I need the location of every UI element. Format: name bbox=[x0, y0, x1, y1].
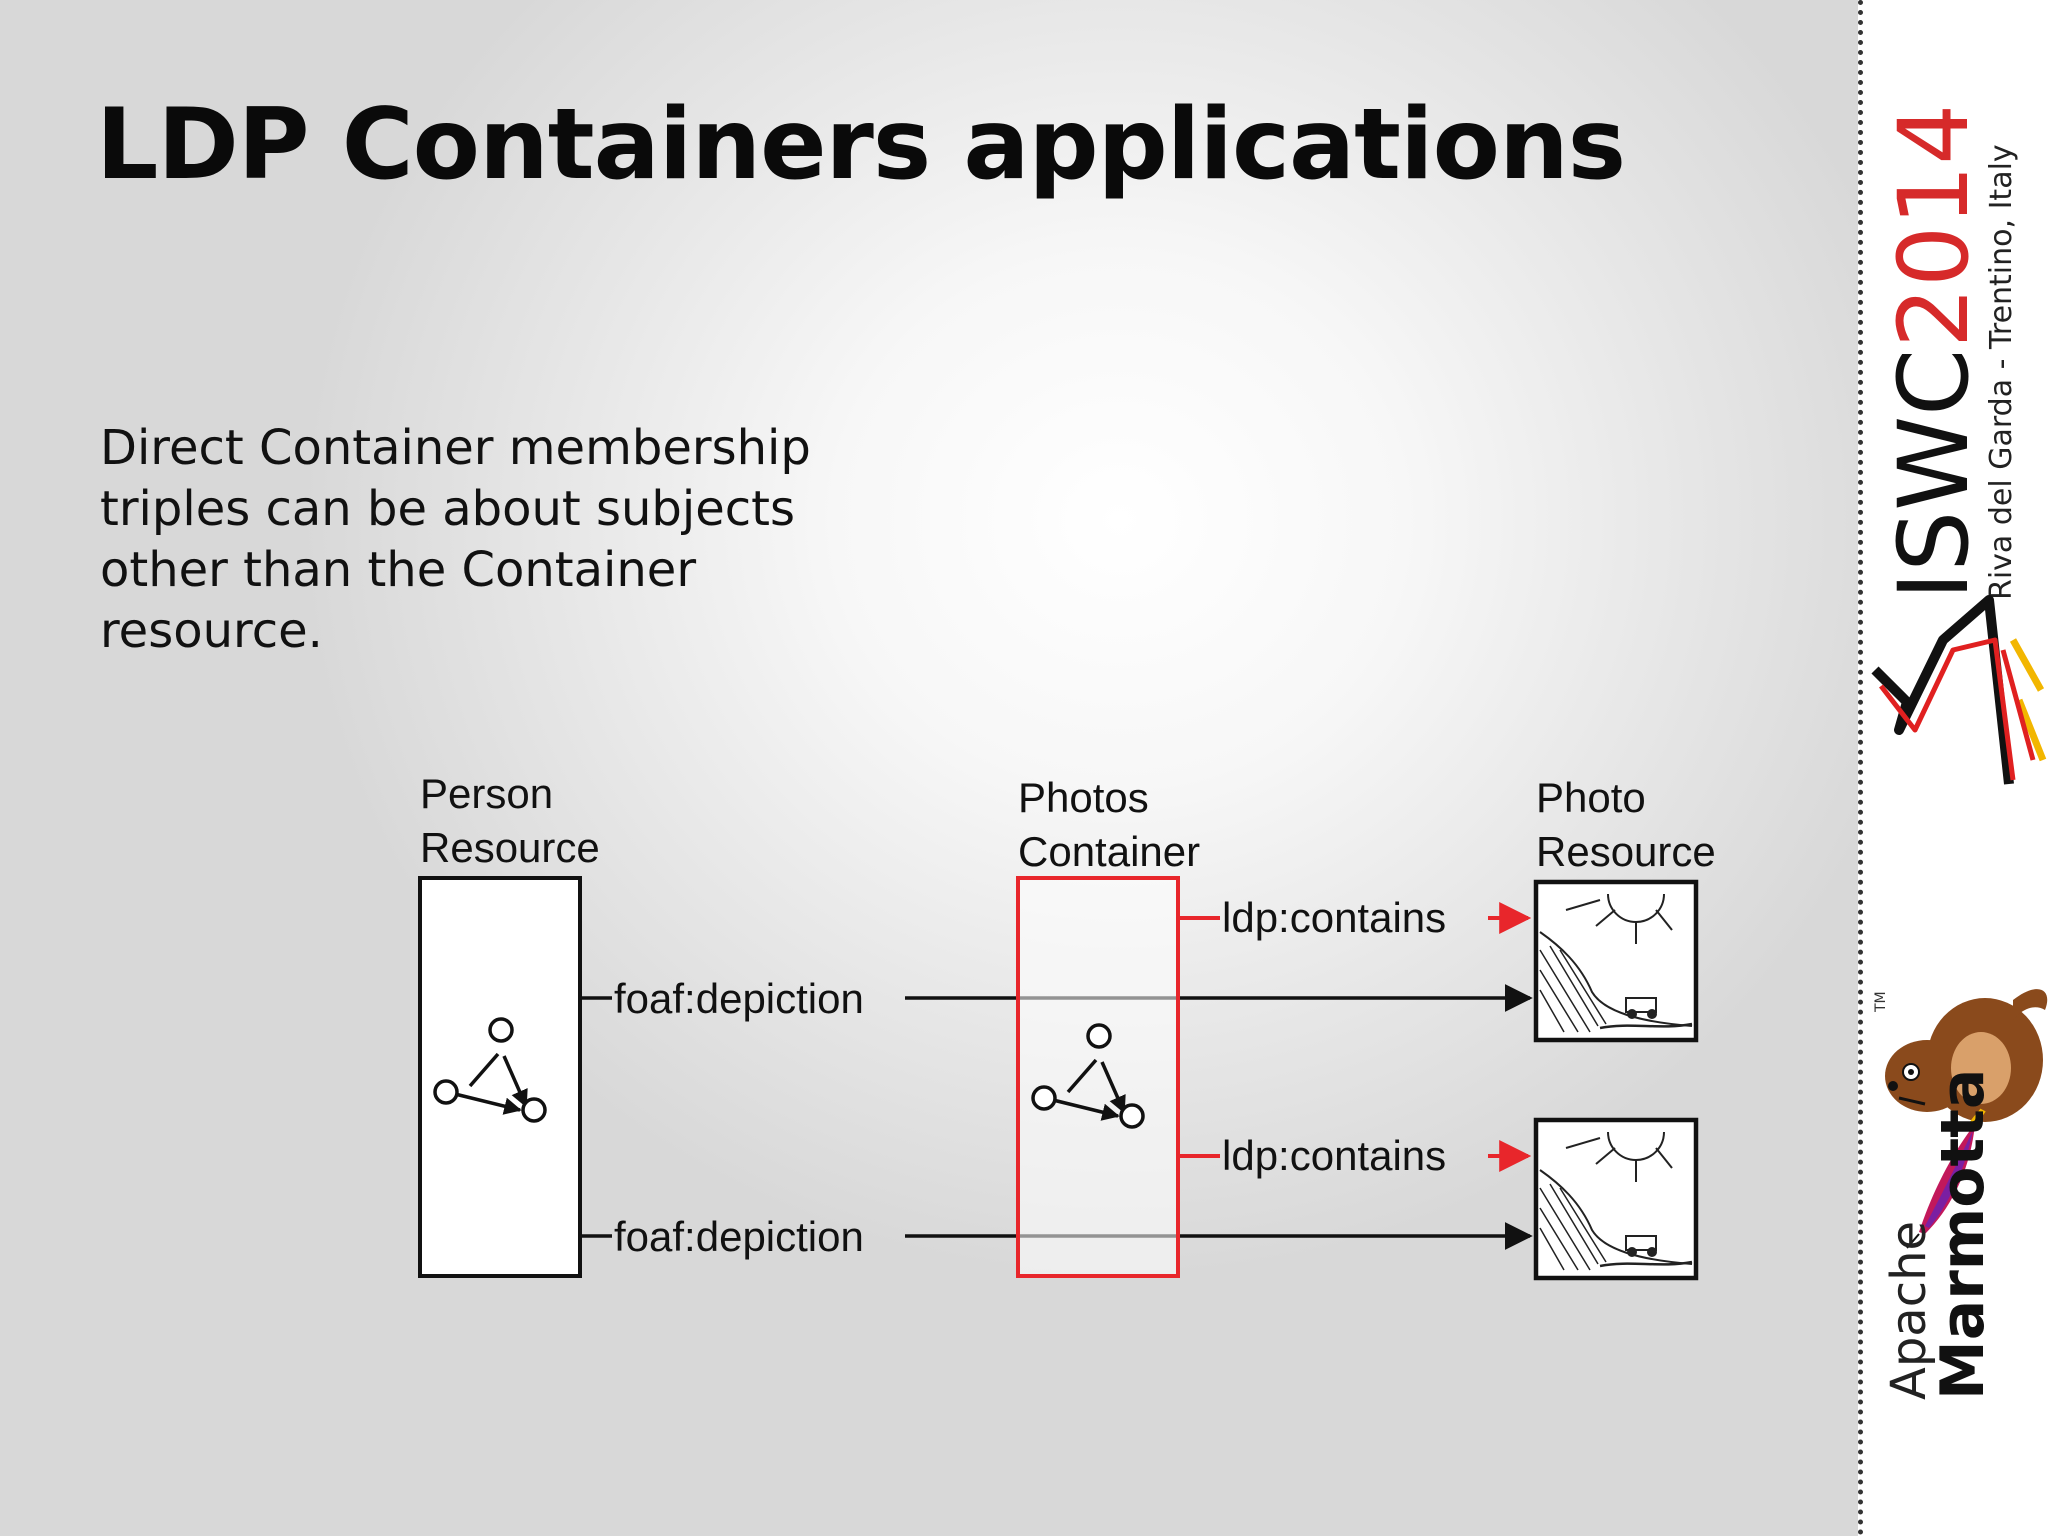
person-resource-label-line2: Resource bbox=[420, 824, 600, 871]
conference-location: Riva del Garda - Trentino, Italy bbox=[1984, 144, 2019, 600]
apache-marmotta-logo: Apache Marmotta bbox=[1881, 1069, 1998, 1400]
iswc-2014-logo: ISWC 2014 Riva del Garda - Trentino, Ita… bbox=[1878, 104, 2019, 600]
logo-name: Marmotta bbox=[1928, 1069, 1998, 1400]
edge-foaf-depiction-1-label: foaf:depiction bbox=[614, 975, 864, 1022]
graph-icon bbox=[433, 1017, 547, 1123]
mountain-logo-icon bbox=[1871, 595, 2047, 785]
edge-ldp-contains-1: ldp:contains bbox=[1178, 894, 1532, 941]
photo-resource-label-line1: Photo bbox=[1536, 774, 1646, 821]
person-resource-node bbox=[418, 876, 582, 1278]
photos-container-label-line2: Container bbox=[1018, 828, 1200, 875]
photos-container-node bbox=[1016, 876, 1180, 1278]
conference-name: ISWC bbox=[1878, 349, 1990, 600]
edge-ldp-contains-1-label: ldp:contains bbox=[1222, 894, 1446, 941]
marmot-mascot-icon: TM bbox=[1873, 989, 2048, 1122]
trademark-symbol: TM bbox=[1873, 991, 1889, 1013]
photos-container-label-line1: Photos bbox=[1018, 774, 1149, 821]
edge-ldp-contains-2: ldp:contains bbox=[1178, 1132, 1532, 1179]
slide-title: LDP Containers applications bbox=[96, 88, 1626, 202]
edge-ldp-contains-2-label: ldp:contains bbox=[1222, 1132, 1446, 1179]
edge-foaf-depiction-2: foaf:depiction bbox=[580, 1213, 1533, 1260]
landscape-photo-icon bbox=[1539, 1131, 1693, 1271]
landscape-photo-icon bbox=[1539, 893, 1693, 1033]
conference-sidebar: ISWC 2014 Riva del Garda - Trentino, Ita… bbox=[1858, 0, 2048, 1536]
logo-prefix: Apache bbox=[1881, 1221, 1937, 1400]
photo-resource-label-line2: Resource bbox=[1536, 828, 1716, 875]
slide-body-text: Direct Container membership triples can … bbox=[100, 420, 811, 659]
photo-resource-node-2 bbox=[1533, 1117, 1699, 1281]
edge-foaf-depiction-2-label: foaf:depiction bbox=[614, 1213, 864, 1260]
conference-year: 2014 bbox=[1878, 104, 1990, 348]
ldp-container-diagram: Person Resource Photos Container Photo R… bbox=[418, 770, 1716, 1281]
edge-foaf-depiction-1: foaf:depiction bbox=[580, 975, 1533, 1022]
graph-icon bbox=[1031, 1023, 1145, 1129]
photo-resource-node-1 bbox=[1533, 879, 1699, 1043]
apache-feather-icon bbox=[1906, 1108, 1986, 1249]
person-resource-label-line1: Person bbox=[420, 770, 553, 817]
